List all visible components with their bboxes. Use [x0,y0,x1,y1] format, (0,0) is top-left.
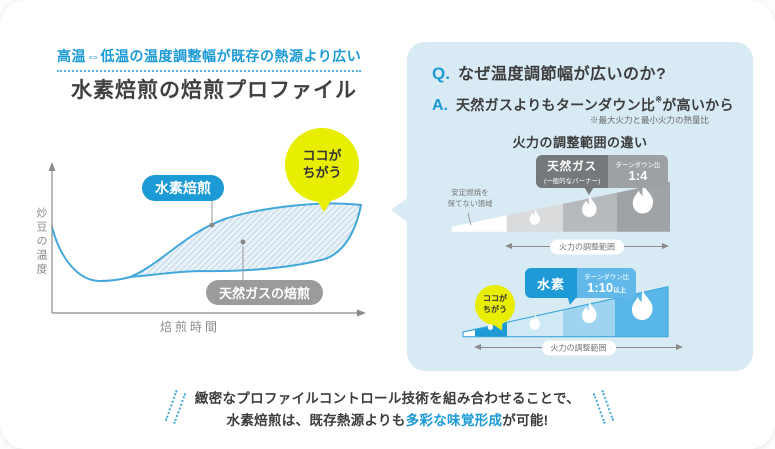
gas-leader-dot [240,239,246,245]
footer-line2-suffix: が可能! [502,412,549,428]
footer-line2-prefix: 水素焙煎は、既存熱源よりも [226,412,406,428]
hydrogen-turndown-label: ターンダウン比 [584,274,630,281]
gas-bubble-name: 天然ガス (一般的なバーナー) [536,155,609,188]
chart-difference-callout: ココが ちがう [285,128,359,202]
page-title: 水素焙煎の焙煎プロファイル [71,79,357,102]
unstable-pointer-line [467,212,472,226]
hydrogen-difference-callout: ココが ちがう [475,285,515,325]
gas-label-sub: (一般的なバーナー) [544,178,601,185]
answer-ref-mark: ※ [655,95,663,104]
hydrogen-tip [463,329,475,337]
a-mark: A. [432,97,448,114]
y-axis-label: 炒豆の温度 [35,207,47,277]
chart-callout-tail [316,199,332,212]
gas-curve [129,204,362,278]
roast-profile-chart [48,162,366,317]
hydrogen-turndown-bubble: 水素 ターンダウン比 1:10以上 [525,268,637,299]
unstable-note-line2: 保てない領域 [447,198,493,208]
gas-turndown-bubble: 天然ガス (一般的なバーナー) ターンダウン比 1:4 [536,155,668,188]
footer-line2-highlight: 多彩な味覚形成 [405,412,503,428]
answer-main: 天然ガスよりもターンダウン比 [456,97,656,113]
hydrogen-bubble-name: 水素 [525,268,578,299]
hydro-callout-line1: ココが [483,294,507,304]
qa-panel: Q. なぜ温度調節幅が広いのか? A. 天然ガスよりもターンダウン比※が高いから… [391,42,753,371]
answer-tail: が高いから [662,97,734,113]
unstable-region-note: 安定燃焼を 保てない領域 [435,188,505,209]
hydrogen-series-label: 水素焙煎 [142,175,224,201]
hydrogen-curve [51,202,362,283]
hydrogen-bubble-tail [563,292,579,307]
hydrogen-leader-dot [209,222,215,228]
answer-row: A. 天然ガスよりもターンダウン比※が高いから [432,95,734,115]
footer-message: 緻密なプロファイルコントロール技術を組み合わせることで、 水素焙煎は、既存熱源よ… [0,388,775,431]
gas-unstable-tip [451,215,507,232]
qa-panel-tail [391,197,409,223]
question-text: なぜ温度調節幅が広いのか? [457,66,667,83]
gas-label: 天然ガス [547,161,598,173]
footer-line2: 水素焙煎は、既存熱源よりも多彩な味覚形成が可能! [0,410,775,432]
answer-footnote: ※最大火力と最小火力の熱量比 [589,115,709,125]
difference-band-hatch [130,203,361,277]
diagram-subheading: 火力の調整範囲の違い [512,135,648,150]
gas-turndown-label: ターンダウン比 [615,162,661,170]
gas-bubble-tail [583,185,595,195]
hydrogen-turndown-number: 1:10 [587,280,614,295]
callout-line2: ちがう [302,165,342,180]
unstable-note-line1: 安定燃焼を [451,188,489,197]
y-axis-arrow [48,162,56,171]
gas-bubble-turndown: ターンダウン比 1:4 [608,155,668,188]
footer-line1: 緻密なプロファイルコントロール技術を組み合わせることで、 [194,391,581,406]
hydrogen-turndown-value: 1:10以上 [584,280,629,295]
q-mark: Q. [432,64,450,83]
gas-turndown-value: 1:4 [628,168,648,184]
hydro-callout-line2: ちがう [483,305,507,314]
hydrogen-range-diagram [462,286,669,338]
hydrogen-range-label: 火力の調整範囲 [541,340,616,355]
hydrogen-range-arrow: 火力の調整範囲 [474,340,683,355]
question-row: Q. なぜ温度調節幅が広いのか? [432,60,666,84]
answer-text: 天然ガスよりもターンダウン比※が高いから [456,95,734,115]
header-tagline: 高温⇔低温の温度調整幅が既存の熱源より広い [57,46,362,72]
hydrogen-outline [462,286,669,338]
gas-range-label: 火力の調整範囲 [550,239,624,254]
x-axis-arrow [357,309,366,317]
hydrogen-bubble-turndown: ターンダウン比 1:10以上 [577,268,637,299]
gas-series-label: 天然ガスの焙煎 [206,280,324,305]
hydrogen-label: 水素 [537,276,566,292]
gas-range-diagram [451,181,670,232]
gas-range-arrow: 火力の調整範囲 [505,239,669,254]
x-axis-label: 焙煎時間 [160,320,221,334]
callout-line1: ココが [302,148,342,164]
hydrogen-turndown-unit: 以上 [613,287,627,294]
